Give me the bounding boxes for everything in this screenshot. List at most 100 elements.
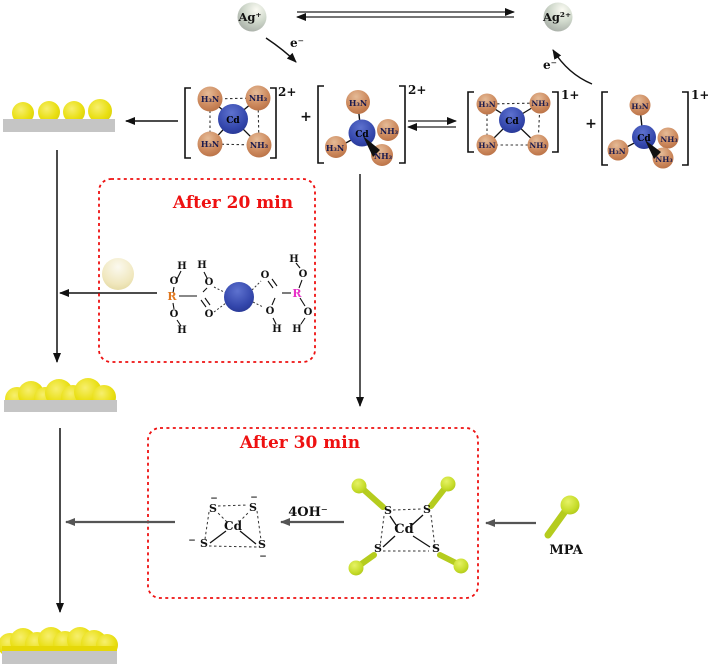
ligand-label: NH₃ — [660, 135, 677, 144]
ammonia-sphere — [325, 136, 347, 158]
cadmium-sphere — [224, 282, 254, 312]
ligand-label: NH₃ — [380, 126, 399, 136]
electron-transfer-arrow-right — [552, 49, 593, 85]
mpa-end-ball — [453, 558, 469, 574]
mpa-molecule: MPA — [544, 495, 584, 558]
ammonia-sphere — [629, 94, 651, 116]
cadmium-label: Cd — [637, 134, 651, 144]
after-20-min-box: After 20 min H O — [98, 178, 316, 363]
gold-nanoparticle — [63, 101, 85, 123]
gold-nanoparticle — [38, 101, 60, 123]
ligand-label: NH₃ — [655, 155, 672, 164]
charge-label: 2+ — [278, 85, 296, 99]
cadmium-sphere — [499, 107, 525, 133]
mpa-end-ball — [351, 478, 367, 494]
cadmium-ammine-complex-square-1plus: 1+ H₃N NH₃ H₃N NH₃ Cd — [467, 88, 579, 156]
ammonia-sphere — [246, 132, 272, 158]
ammonia-sphere — [346, 90, 370, 114]
bracket-right — [399, 85, 406, 164]
chelate-structure: H O O H H O O O O H H O O H R R — [167, 254, 312, 336]
dashed-red-border — [147, 427, 479, 599]
r-group-left: R — [167, 290, 177, 303]
ammonia-sphere — [527, 134, 549, 156]
mpa-end-ball — [440, 476, 456, 492]
charge-label: 2+ — [408, 83, 426, 97]
o-atom: O — [299, 269, 308, 280]
substrate-2 — [4, 378, 117, 412]
r-group-right: R — [292, 287, 302, 300]
ligand-label: H₃N — [478, 100, 495, 109]
negative-charges: − − − − — [188, 493, 267, 562]
ammonia-sphere — [197, 86, 223, 112]
cadmium-label: Cd — [355, 130, 369, 140]
bracket-left — [467, 91, 474, 153]
minus-charge: − — [188, 536, 196, 546]
o-atom: O — [304, 307, 313, 318]
bracket-left — [601, 91, 608, 166]
h-atom: H — [272, 324, 281, 335]
cream-particle — [102, 258, 134, 290]
gold-film-layer — [2, 646, 117, 652]
minus-charge: − — [259, 552, 267, 562]
o-atom: O — [170, 276, 179, 287]
dashed-cage — [204, 504, 262, 548]
dashed-cage — [379, 508, 436, 552]
ammonia-sphere — [607, 139, 629, 161]
gold-nanoparticle — [88, 99, 112, 123]
cadmium-mpa-complex: Cd S S S S — [348, 476, 469, 576]
ligand-label: H₃N — [326, 143, 344, 153]
silver-ion-sphere — [237, 2, 267, 32]
h-atom: H — [177, 261, 186, 272]
sulfur-atom: S — [374, 542, 382, 555]
o-atom: O — [261, 270, 270, 281]
bonds — [172, 262, 306, 327]
o-atom: O — [170, 309, 179, 320]
cadmium-sphere — [348, 119, 376, 147]
cadmium-ammine-complex-square-2plus: 2+ H₃N NH₃ H₃N NH₃ Cd — [184, 85, 296, 159]
dashed-red-border — [98, 178, 316, 363]
box-title: After 20 min — [172, 193, 293, 213]
after-30-min-box: After 30 min Cd S S S S − − − − 4OH⁻ — [147, 427, 479, 599]
substrate-bar — [3, 119, 115, 132]
ligand-label: H₃N — [201, 94, 219, 104]
mpa-rods — [357, 485, 459, 568]
silver-2plus-label: Ag²⁺ — [542, 10, 571, 24]
silver-redox-row: Ag⁺ Ag²⁺ e⁻ e⁻ — [237, 2, 593, 85]
box-title: After 30 min — [239, 433, 360, 453]
minus-charge: − — [210, 494, 218, 504]
mpa-label: MPA — [549, 543, 583, 558]
o-atom: O — [205, 277, 214, 288]
ligand-label: NH₃ — [250, 140, 269, 150]
plus-sign: + — [300, 109, 312, 125]
cadmium-sphere — [218, 104, 248, 134]
silver-2plus-sphere — [543, 2, 573, 32]
ammonia-sphere — [657, 127, 679, 149]
substrate-bar — [4, 400, 117, 412]
bracket-right — [682, 91, 689, 166]
gold-nanoparticle — [12, 102, 34, 124]
ligand-label: H₃N — [608, 147, 625, 156]
sulfur-atom: S — [209, 502, 217, 515]
h-atom: H — [197, 260, 206, 271]
mpa-rod — [544, 506, 570, 539]
ammonia-sphere — [377, 119, 399, 141]
charge-label: 1+ — [691, 88, 708, 102]
coordination-bonds — [213, 280, 264, 313]
substrate-3 — [0, 627, 118, 664]
charge-label: 1+ — [561, 88, 579, 102]
electron-label-left: e⁻ — [290, 36, 304, 50]
h-atom: H — [177, 325, 186, 336]
bracket-left — [317, 85, 324, 164]
bracket-right — [552, 91, 559, 153]
sulfur-atom: S — [249, 501, 257, 514]
ligand-label: H₃N — [349, 98, 367, 108]
o-atom: O — [205, 309, 214, 320]
electron-label-right: e⁻ — [543, 58, 557, 72]
cadmium-label: Cd — [224, 519, 243, 533]
ligand-label: H₃N — [201, 139, 219, 149]
cadmium-label: Cd — [394, 522, 413, 537]
substrate-bar — [2, 651, 117, 664]
ammonia-sphere — [476, 134, 498, 156]
plus-sign: + — [585, 116, 597, 132]
cadmium-thiolate-bare: Cd S S S S − − − − — [188, 493, 267, 562]
